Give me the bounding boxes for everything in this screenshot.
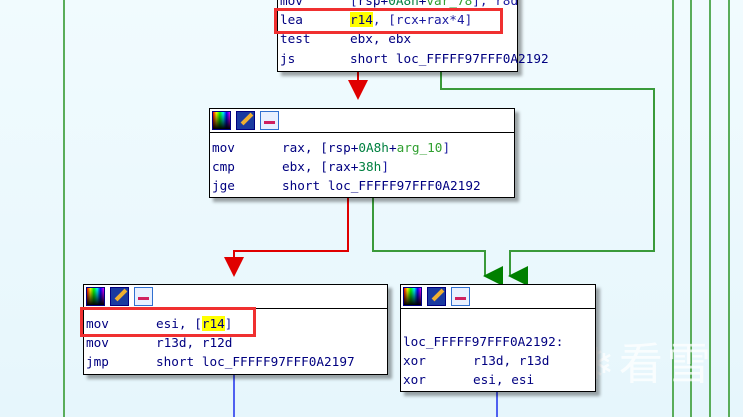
instruction-line[interactable]: jmp short loc_FFFFF97FFF0A2197 [86, 352, 387, 371]
operand: + [388, 140, 397, 155]
block-body: mov [rsp+0A8h+var_78], r8d lea r14, [rcx+ra… [278, 0, 549, 71]
edge-mid-true [372, 197, 503, 286]
loc-label[interactable]: loc_FFFFF97FFF0A2192: [403, 334, 564, 349]
operand: 0A8h [358, 140, 389, 155]
mnemonic: mov [212, 140, 235, 155]
code-block-middle[interactable]: mov rax, [rsp+0A8h+arg_10] cmp ebx, [rax+38… [209, 108, 515, 198]
annotation-box-mov [80, 307, 256, 337]
operand: ] [381, 159, 389, 175]
code-block-left[interactable]: mov esi, [r14] mov r13d, r12d jmp short loc_F… [83, 284, 388, 375]
instruction-line[interactable]: xor esi, esi [403, 370, 595, 389]
color-icon[interactable] [212, 111, 231, 130]
code-block-right[interactable]: loc_FFFFF97FFF0A2192:xor r13d, r13d xor esi… [400, 284, 596, 392]
mnemonic: js [280, 50, 296, 66]
mnemonic: mov [86, 335, 109, 351]
instruction-line[interactable]: test ebx, ebx [280, 29, 517, 48]
edge-mid-false [224, 197, 349, 277]
operand: ] [224, 316, 233, 331]
block-body: mov esi, [r14] mov r13d, r12d jmp short loc_F… [84, 309, 387, 375]
operand: esi, [ [156, 316, 202, 331]
operand: r13d, r13d [473, 353, 550, 369]
operand: + [418, 0, 427, 8]
edit-icon[interactable] [110, 287, 129, 306]
graph-icon[interactable] [260, 111, 279, 130]
operand: short loc_FFFFF97FFF0A2192 [282, 178, 481, 194]
mnemonic: mov [280, 0, 303, 8]
instruction-line[interactable]: mov [rsp+0A8h+var_78], r8d [280, 0, 519, 10]
block-body: loc_FFFFF97FFF0A2192:xor r13d, r13d xor esi… [401, 309, 595, 393]
operand: ebx, [rax+ [282, 159, 359, 175]
mnemonic: xor [403, 372, 426, 388]
instruction-line[interactable]: js short loc_FFFFF97FFF0A2192 [280, 49, 549, 68]
edge-top-true [440, 71, 655, 286]
instruction-line[interactable]: mov rax, [rsp+0A8h+arg_10] [212, 138, 514, 157]
color-icon[interactable] [403, 287, 422, 306]
mnemonic: jmp [86, 354, 109, 370]
operand: ], r8d [472, 0, 519, 8]
instruction-line[interactable]: jge short loc_FFFFF97FFF0A2192 [212, 176, 514, 195]
graph-icon[interactable] [134, 287, 153, 306]
instruction-line[interactable]: mov esi, [r14] [86, 314, 387, 333]
operand: r13d, r12d [156, 335, 233, 351]
edit-icon[interactable] [427, 287, 446, 306]
operand: arg_10 [396, 140, 443, 155]
watermark-logo: ❄看雪 [578, 339, 715, 390]
operand: var_78 [426, 0, 473, 8]
mnemonic: lea [280, 12, 303, 28]
highlighted-register: r14 [201, 316, 225, 331]
operand: 0A8h [388, 0, 419, 8]
instruction-line[interactable]: cmp ebx, [rax+38h] [212, 157, 514, 176]
block-body: mov rax, [rsp+0A8h+arg_10] cmp ebx, [rax+38… [210, 133, 514, 199]
instruction-line[interactable]: xor r13d, r13d [403, 351, 595, 370]
mnemonic: jge [212, 178, 235, 194]
operand: [ [350, 0, 358, 8]
instruction-line[interactable]: lea r14, [rcx+rax*4] [280, 10, 517, 29]
instruction-line[interactable]: mov r13d, r12d [86, 333, 387, 352]
operand: 38h [358, 159, 382, 175]
annotation-box-lea [274, 8, 503, 34]
block-header [401, 285, 595, 309]
code-block-top[interactable]: mov [rsp+0A8h+var_78], r8d lea r14, [rcx+ra… [277, 0, 549, 72]
operand: rsp+ [357, 0, 389, 8]
mnemonic: mov [86, 316, 109, 331]
operand: rax, [rsp+ [282, 140, 359, 155]
operand: esi, esi [473, 372, 535, 388]
operand: ] [442, 140, 451, 155]
edit-icon[interactable] [236, 111, 255, 130]
block-header [210, 109, 514, 133]
block-header [84, 285, 387, 309]
graph-icon[interactable] [451, 287, 470, 306]
operand: ebx, ebx [350, 31, 412, 47]
operand: short loc_FFFFF97FFF0A2197 [156, 354, 355, 370]
mnemonic: xor [403, 353, 426, 369]
mnemonic: cmp [212, 159, 235, 175]
color-icon[interactable] [86, 287, 105, 306]
highlighted-register: r14 [350, 12, 373, 28]
operand: short loc_FFFFF97FFF0A2192 [350, 50, 549, 66]
mnemonic: test [280, 31, 311, 47]
operand: , [rcx+rax*4] [372, 12, 473, 28]
